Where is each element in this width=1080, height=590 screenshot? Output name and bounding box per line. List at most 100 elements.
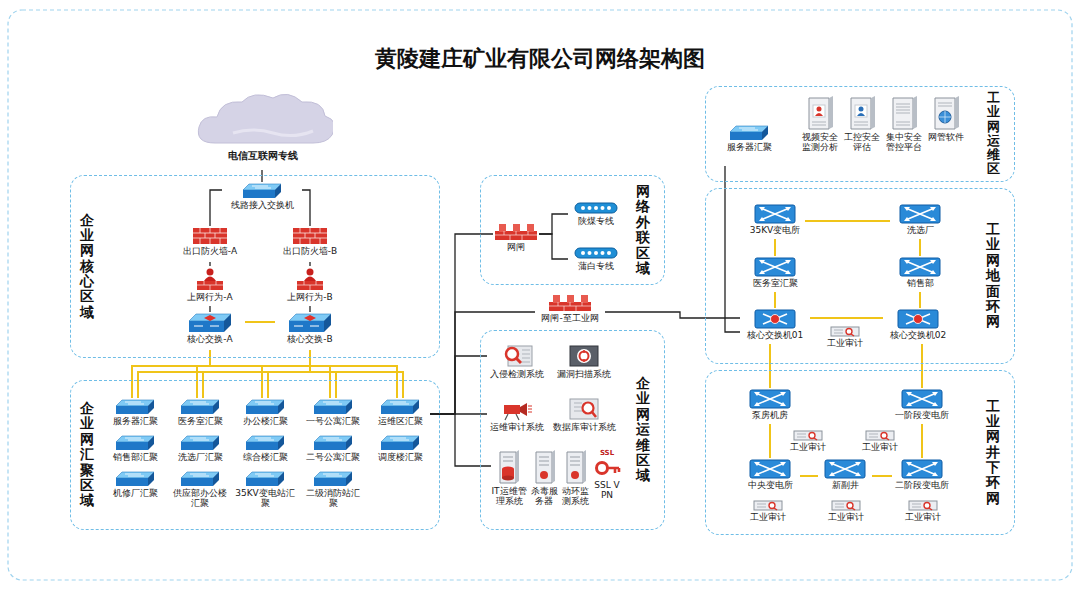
network-device: 一号公寓汇聚 — [303, 398, 363, 430]
network-link — [539, 234, 568, 259]
network-device: SSL VPN — [592, 448, 622, 508]
ix-icon — [754, 257, 796, 277]
device-label: 核心交换-B — [275, 334, 345, 344]
device-label: 运维审计系统 — [487, 422, 547, 432]
network-device: 网闸-至工业网 — [535, 293, 605, 331]
zone-label: 企业网运维区域 — [636, 376, 650, 484]
network-device: 工业审计 — [895, 498, 950, 526]
network-device: 机修厂汇聚 — [105, 470, 165, 510]
device-label: 中央变电所 — [740, 480, 800, 490]
sw-icon — [180, 471, 220, 487]
region-zone: 网络外联区域网闸 陕煤专线蒲白专线 — [480, 175, 665, 285]
network-device: 漏洞扫描系统 — [553, 343, 615, 385]
diagram-title: 黄陵建庄矿业有限公司网络架构图 — [0, 44, 1080, 74]
device-label: 核心交换机01 — [740, 330, 810, 340]
device-label: 电信互联网专线 — [190, 150, 335, 162]
ids-icon — [500, 344, 534, 368]
srv-icon — [562, 449, 588, 485]
ix-icon — [749, 459, 791, 479]
device-label: 入侵检测系统 — [487, 369, 547, 379]
network-device: 陕煤专线 — [568, 200, 623, 232]
region-zone: 工业网井下环网泵房机房一阶段变电所工业审计工业审计中央变电所新副井二阶段变电所工… — [705, 370, 1015, 535]
device-label: 工业审计 — [818, 512, 873, 522]
network-device: 工业审计 — [820, 324, 870, 352]
region-zone: 工业网地面环网35KV变电所洗选厂医务室汇聚销售部核心交换机01工业审计核心交换… — [705, 188, 1015, 364]
network-device: 数据库审计系统 — [548, 396, 620, 438]
network-link — [769, 344, 771, 388]
network-link — [805, 220, 890, 222]
zone-label: 网络外联区域 — [636, 184, 650, 276]
audit-icon — [830, 325, 860, 337]
aud-icon — [500, 397, 534, 421]
srvA-icon — [803, 95, 837, 131]
srvC-icon — [887, 95, 921, 131]
srvr-icon — [494, 449, 524, 485]
region-zone: 工业网运维区服务器汇聚视频安全监测分析工控安全评估集中安全管控平台网管软件 — [705, 86, 1015, 182]
device-label: 网闸 — [493, 242, 539, 252]
sw-icon — [380, 435, 420, 451]
internet-cloud: 电信互联网专线 — [190, 92, 335, 170]
beh-icon — [195, 267, 225, 291]
device-label: 工控安全评估 — [842, 132, 882, 153]
network-device: 35KV变电所 — [745, 203, 805, 239]
device-label: 网闸-至工业网 — [535, 313, 605, 323]
network-link — [872, 475, 892, 477]
device-label: 数据库审计系统 — [548, 422, 620, 432]
device-label: 上网行为-B — [275, 292, 345, 302]
network-device: 工业审计 — [780, 428, 835, 456]
device-label: 视频安全监测分析 — [800, 132, 840, 153]
device-label: 出口防火墙-B — [275, 246, 345, 256]
audit-icon — [831, 499, 861, 511]
beh-icon — [295, 267, 325, 291]
network-link — [309, 262, 310, 266]
audit-icon — [865, 429, 895, 441]
sw-icon — [313, 471, 353, 487]
zone-label: 工业网地面环网 — [986, 222, 1000, 330]
network-device: 工业审计 — [740, 498, 795, 526]
network-device: 销售部 — [890, 256, 950, 292]
icore-icon — [754, 309, 796, 329]
network-link — [539, 214, 568, 234]
ix-icon — [901, 389, 943, 409]
network-device: 办公楼汇聚 — [235, 398, 295, 430]
dba-icon — [567, 397, 601, 421]
sw-icon — [115, 399, 155, 415]
device-label: 服务器汇聚 — [718, 142, 780, 152]
network-link — [725, 166, 740, 332]
device-label: 陕煤专线 — [568, 216, 623, 226]
network-link — [800, 475, 818, 477]
ix-icon — [899, 204, 941, 224]
device-label: IT运维管理系统 — [491, 486, 527, 507]
sw-icon — [242, 183, 282, 199]
network-link — [774, 292, 776, 308]
network-device: 核心交换-B — [275, 312, 345, 350]
network-link — [919, 292, 921, 308]
audit-icon — [793, 429, 823, 441]
device-label: 工业审计 — [852, 442, 907, 452]
network-device: 调度楼汇聚 — [370, 434, 430, 466]
fw-icon — [192, 227, 228, 245]
network-link — [810, 317, 883, 319]
region-zone: 企业网运维区域 入侵检测系统漏洞扫描系统运维审计系统数据库审计系统 IT运维管理系统… — [480, 330, 665, 530]
network-device: 集中安全管控平台 — [884, 94, 924, 174]
device-label: 泵房机房 — [740, 410, 800, 420]
network-device: 工业审计 — [852, 428, 907, 456]
device-label: 核心交换机02 — [883, 330, 953, 340]
network-device: 二级消防站汇聚 — [303, 470, 363, 510]
network-device: 供应部办公楼汇聚 — [170, 470, 230, 510]
network-device: 医务室汇聚 — [745, 256, 805, 292]
network-device: 一阶段变电所 — [892, 388, 952, 424]
sw-icon — [245, 435, 285, 451]
device-label: 线路接入交换机 — [222, 200, 302, 210]
network-link — [261, 170, 262, 182]
network-device: 二阶段变电所 — [892, 458, 952, 494]
network-device: 蒲白专线 — [568, 245, 623, 277]
region-zone: 企业网核心区域线路接入交换机出口防火墙-A出口防火墙-B上网行为-A上网行为-B… — [70, 175, 440, 358]
fw-icon — [292, 227, 328, 245]
network-link — [209, 262, 210, 266]
device-label: 二阶段变电所 — [892, 480, 952, 490]
device-label: 35KV变电站汇聚 — [235, 488, 295, 509]
audit-icon — [753, 499, 783, 511]
device-label: 核心交换-A — [175, 334, 245, 344]
network-device: 动环监测系统 — [560, 448, 590, 520]
